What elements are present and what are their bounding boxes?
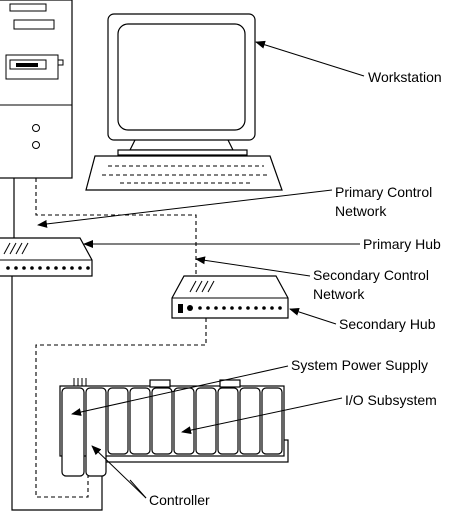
- io-chassis: [59, 378, 289, 477]
- label-primary-control-network-2: Network: [335, 203, 387, 219]
- label-secondary-control-network-1: Secondary Control: [313, 267, 429, 283]
- label-secondary-hub: Secondary Hub: [339, 316, 436, 332]
- label-primary-control-network-1: Primary Control: [335, 184, 432, 200]
- secondary-hub: [171, 275, 289, 319]
- leader-arrows: [37, 40, 365, 499]
- label-controller: Controller: [149, 492, 210, 508]
- secondary-cable-bottom: [35, 318, 207, 498]
- workstation-monitor: [107, 13, 256, 156]
- primary-hub: [0, 237, 93, 277]
- label-io-subsystem: I/O Subsystem: [345, 392, 437, 408]
- secondary-cable-top: [35, 178, 197, 276]
- label-workstation: Workstation: [368, 69, 442, 85]
- label-system-power-supply: System Power Supply: [291, 357, 428, 373]
- workstation-keyboard: [85, 155, 283, 191]
- tower-computer: [0, 0, 73, 179]
- label-primary-hub: Primary Hub: [363, 236, 441, 252]
- label-secondary-control-network-2: Network: [313, 286, 365, 302]
- primary-cable: [11, 178, 103, 511]
